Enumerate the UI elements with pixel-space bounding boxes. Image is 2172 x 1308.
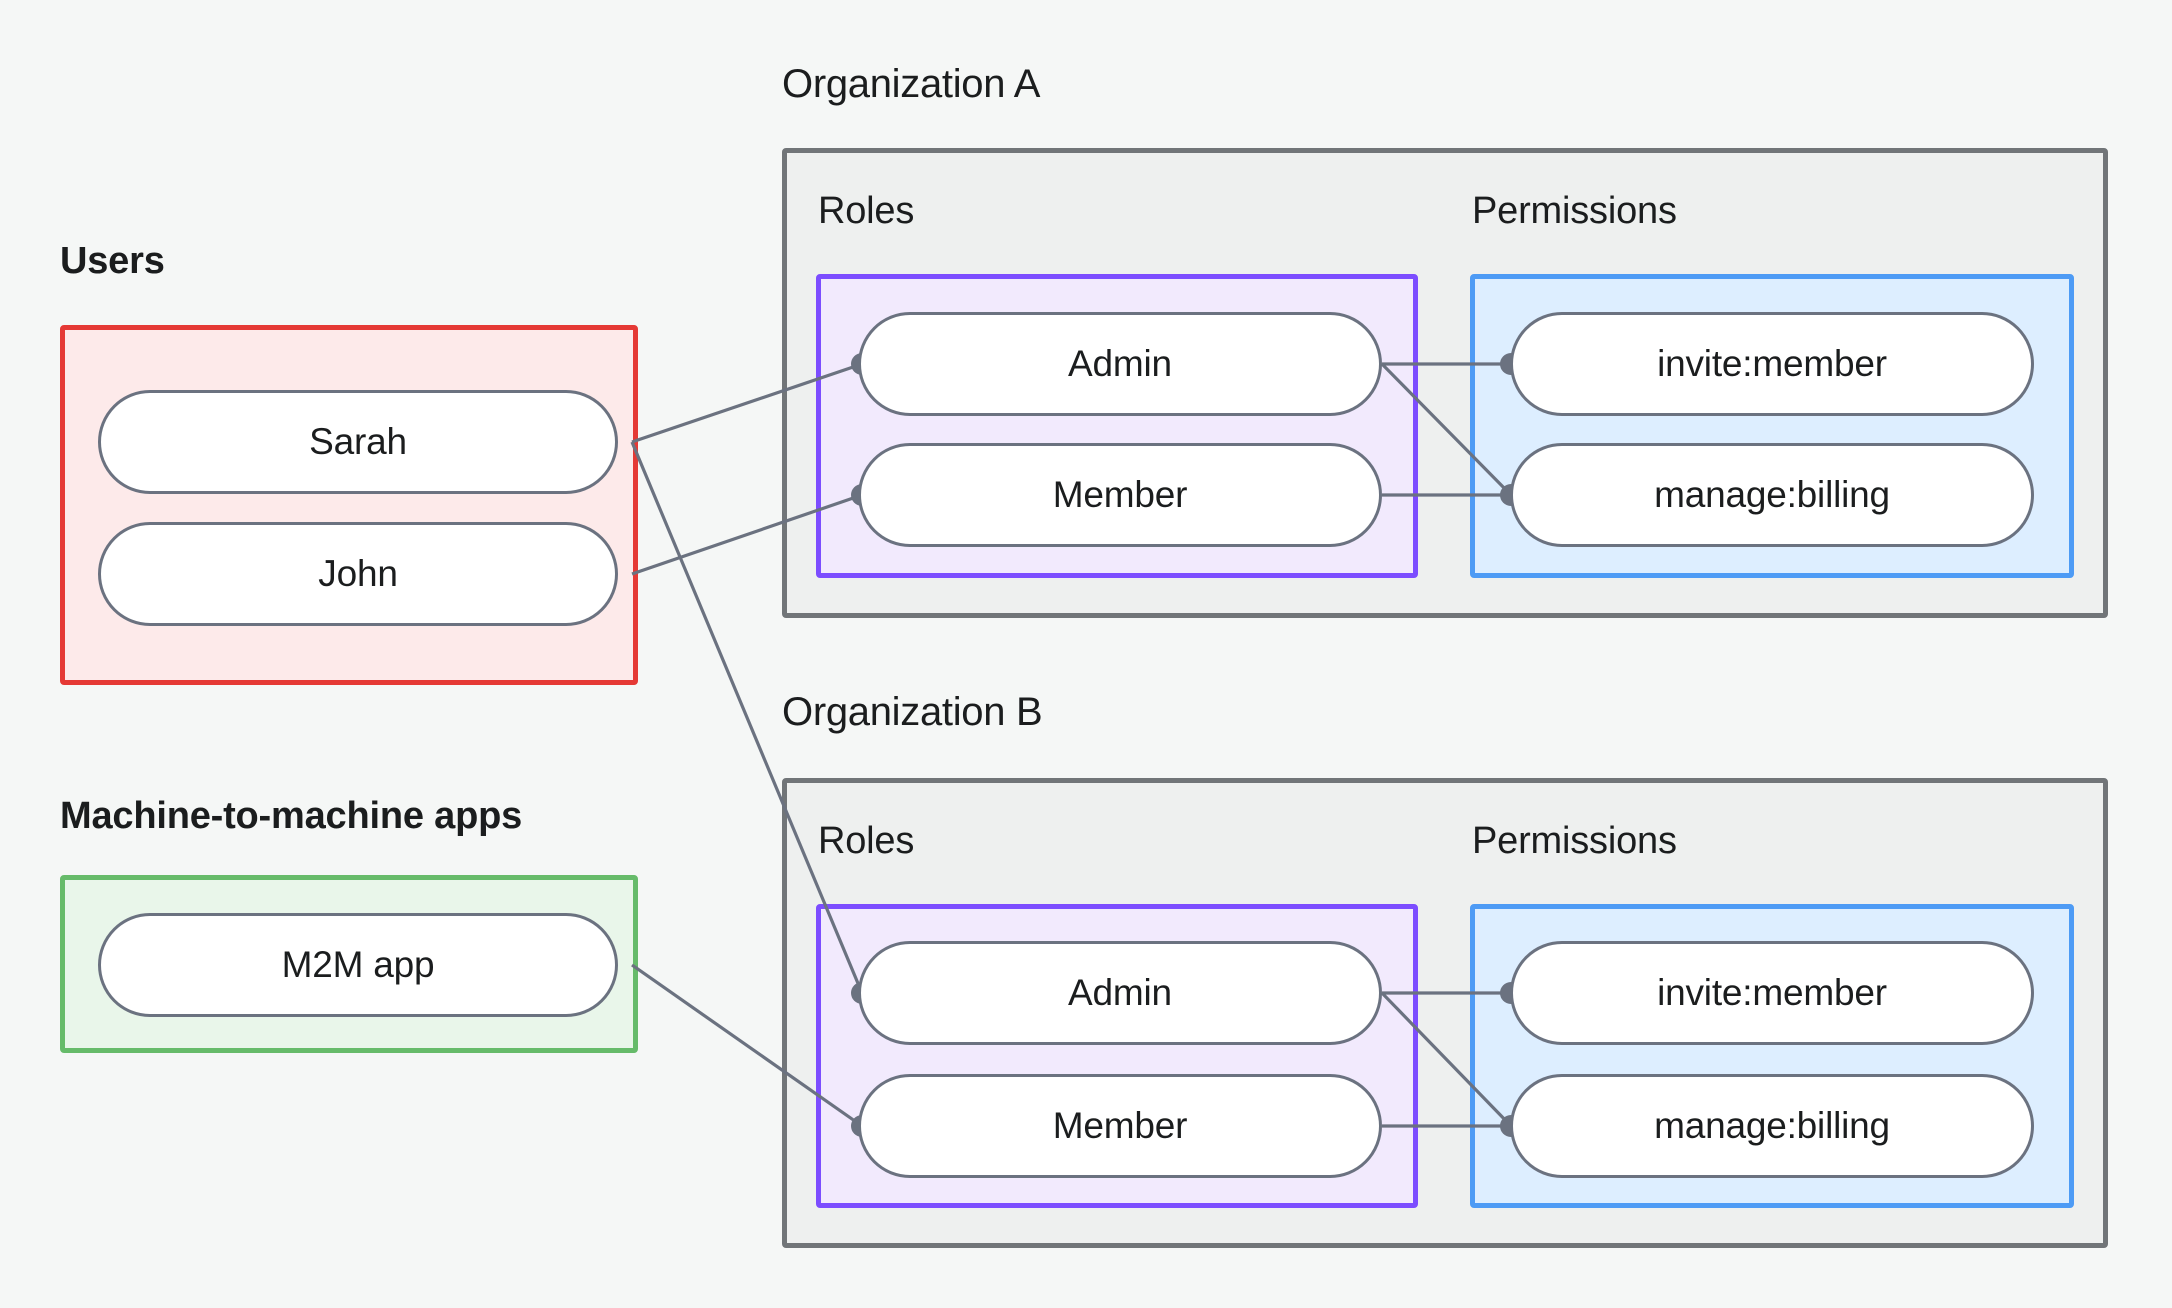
organization-b-permissions-label: Permissions bbox=[1472, 820, 1677, 862]
users-group-box[interactable] bbox=[60, 325, 638, 685]
organization-a-roles-label: Roles bbox=[818, 190, 915, 232]
node-org-a-role-admin[interactable]: Admin bbox=[858, 312, 1382, 416]
organization-b-title: Organization B bbox=[782, 690, 1043, 734]
node-org-a-permission-invite-member[interactable]: invite:member bbox=[1510, 312, 2034, 416]
node-john[interactable]: John bbox=[98, 522, 618, 626]
organization-a-title: Organization A bbox=[782, 62, 1041, 106]
node-org-b-role-member[interactable]: Member bbox=[858, 1074, 1382, 1178]
m2m-group-label: Machine-to-machine apps bbox=[60, 795, 523, 837]
organization-b-roles-label: Roles bbox=[818, 820, 915, 862]
node-sarah[interactable]: Sarah bbox=[98, 390, 618, 494]
node-org-b-role-admin[interactable]: Admin bbox=[858, 941, 1382, 1045]
node-org-b-permission-manage-billing[interactable]: manage:billing bbox=[1510, 1074, 2034, 1178]
node-org-b-permission-invite-member[interactable]: invite:member bbox=[1510, 941, 2034, 1045]
node-org-a-role-member[interactable]: Member bbox=[858, 443, 1382, 547]
organization-a-permissions-label: Permissions bbox=[1472, 190, 1677, 232]
users-group-label: Users bbox=[60, 240, 165, 282]
node-org-a-permission-manage-billing[interactable]: manage:billing bbox=[1510, 443, 2034, 547]
node-m2m-app[interactable]: M2M app bbox=[98, 913, 618, 1017]
